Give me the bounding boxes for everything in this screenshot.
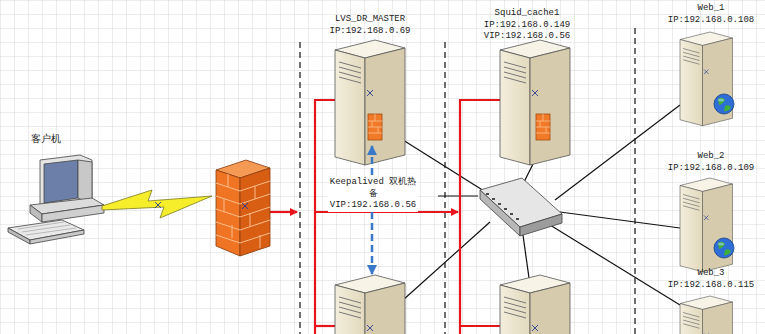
node-text: 客户机 [16, 132, 76, 145]
node-text: Web_2 IP:192.168.0.109 [661, 151, 761, 174]
node-text: Web_3 IP:192.168.0.115 [661, 268, 761, 291]
server-heading: Web_1 IP:192.168.0.108 [661, 3, 761, 26]
node-text: Squid_cache1 IP:192.168.0.149 VIP:192.16… [481, 8, 573, 43]
server-heading: Web_2 IP:192.168.0.109 [661, 151, 761, 174]
server-heading: Web_3 IP:192.168.0.115 [661, 268, 761, 291]
link-label: Keepalived 双机热备 VIP:192.168.0.56 [328, 177, 418, 212]
node-text: LVS_DR_MASTER IP:192.168.0.69 [324, 14, 416, 37]
server-heading: Squid_cache1 IP:192.168.0.149 VIP:192.16… [481, 8, 573, 43]
server-heading: LVS_DR_MASTER IP:192.168.0.69 [324, 14, 416, 37]
server-heading: 客户机 [16, 132, 76, 145]
node-text: Web_1 IP:192.168.0.108 [661, 3, 761, 26]
